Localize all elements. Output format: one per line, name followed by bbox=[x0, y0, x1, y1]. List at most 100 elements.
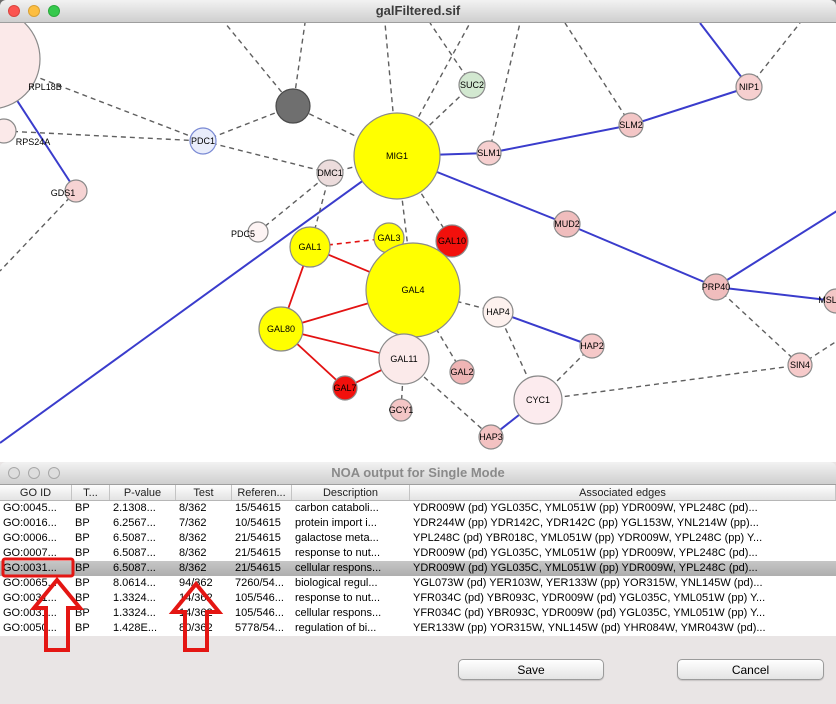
graph-node-gcy1[interactable] bbox=[389, 398, 413, 422]
graph-edge[interactable] bbox=[488, 124, 632, 154]
graph-edge[interactable] bbox=[537, 364, 801, 401]
column-header-p-value[interactable]: P-value bbox=[110, 485, 176, 500]
graph-node-pdc5[interactable] bbox=[247, 221, 269, 243]
cell-type: BP bbox=[75, 517, 90, 529]
graph-node-label: GAL7 bbox=[333, 383, 356, 393]
cell-type: BP bbox=[75, 592, 90, 604]
graph-node-gal2[interactable] bbox=[449, 359, 475, 385]
cell-type: BP bbox=[75, 622, 90, 634]
graph-node-label: PRP40 bbox=[702, 282, 731, 292]
column-header-test[interactable]: Test bbox=[176, 485, 232, 500]
graph-edge[interactable] bbox=[202, 105, 294, 142]
graph-node-sin4[interactable] bbox=[787, 352, 813, 378]
graph-edge[interactable] bbox=[3, 130, 204, 142]
graph-node-hap2[interactable] bbox=[579, 333, 605, 359]
graph-node-gal10[interactable] bbox=[435, 224, 469, 258]
graph-node-slm2[interactable] bbox=[618, 112, 644, 138]
graph-edge[interactable] bbox=[292, 105, 398, 157]
noa-window-titlebar[interactable]: NOA output for Single Mode bbox=[0, 462, 836, 485]
graph-edge[interactable] bbox=[566, 223, 717, 288]
graph-edge[interactable] bbox=[257, 172, 331, 233]
graph-node-mud2[interactable] bbox=[553, 210, 581, 238]
cell-reference: 105/546... bbox=[235, 592, 284, 604]
cancel-button[interactable]: Cancel bbox=[677, 659, 824, 680]
column-header-reference[interactable]: Referen... bbox=[232, 485, 292, 500]
graph-edge[interactable] bbox=[0, 190, 77, 272]
save-button[interactable]: Save bbox=[458, 659, 604, 680]
graph-node-rps24a[interactable] bbox=[0, 118, 17, 144]
column-header-description[interactable]: Description bbox=[292, 485, 410, 500]
graph-window-title: galFiltered.sif bbox=[375, 3, 461, 18]
graph-edge[interactable] bbox=[497, 311, 593, 347]
graph-edge[interactable] bbox=[497, 311, 539, 401]
graph-node-dmc1[interactable] bbox=[316, 159, 344, 187]
cell-go-id: GO:0045... bbox=[3, 502, 57, 514]
graph-node-mig1[interactable] bbox=[353, 112, 441, 200]
minimize-button[interactable] bbox=[28, 467, 40, 479]
graph-node-hap3[interactable] bbox=[478, 424, 504, 450]
graph-node-msl5[interactable] bbox=[823, 288, 836, 314]
graph-edge[interactable] bbox=[412, 289, 463, 373]
cell-go-id: GO:0031... bbox=[3, 607, 57, 619]
cell-test: 8/362 bbox=[179, 547, 207, 559]
graph-node-nip1[interactable] bbox=[735, 73, 763, 101]
graph-edge[interactable] bbox=[396, 155, 453, 242]
graph-edge[interactable] bbox=[715, 286, 836, 302]
graph-node-slm1[interactable] bbox=[476, 140, 502, 166]
cell-type: BP bbox=[75, 577, 90, 589]
graph-edge[interactable] bbox=[488, 23, 521, 154]
graph-node-rpl18b[interactable] bbox=[0, 23, 41, 109]
graph-edge[interactable] bbox=[564, 23, 632, 126]
graph-edge[interactable] bbox=[202, 140, 331, 174]
graph-node-gal7[interactable] bbox=[332, 375, 358, 401]
graph-edge[interactable] bbox=[715, 209, 836, 288]
graph-node-hap4[interactable] bbox=[482, 296, 514, 328]
cell-description: regulation of bi... bbox=[295, 622, 377, 634]
close-button[interactable] bbox=[8, 467, 20, 479]
cell-go-id: GO:0006... bbox=[3, 532, 57, 544]
minimize-button[interactable] bbox=[28, 5, 40, 17]
graph-node-suc2[interactable] bbox=[458, 71, 486, 99]
graph-edge[interactable] bbox=[799, 339, 836, 366]
close-button[interactable] bbox=[8, 5, 20, 17]
graph-window-titlebar[interactable]: galFiltered.sif bbox=[0, 0, 836, 23]
graph-node-cyc1[interactable] bbox=[513, 375, 563, 425]
column-header-type[interactable]: T... bbox=[72, 485, 110, 500]
zoom-button[interactable] bbox=[48, 467, 60, 479]
graph-node-label: DMC1 bbox=[317, 168, 343, 178]
graph-edge[interactable] bbox=[396, 23, 471, 157]
graph-node-gray1[interactable] bbox=[275, 88, 311, 124]
cell-p-value: 6.5087... bbox=[113, 547, 156, 559]
column-header-edges[interactable]: Associated edges bbox=[410, 485, 836, 500]
column-header-go-id[interactable]: GO ID bbox=[0, 485, 72, 500]
graph-node-gal1[interactable] bbox=[289, 226, 331, 268]
graph-node-gds1[interactable] bbox=[64, 179, 88, 203]
graph-edge[interactable] bbox=[630, 86, 750, 126]
graph-node-label: RPL18B bbox=[28, 82, 62, 92]
graph-node-label: MSL5 bbox=[818, 295, 836, 305]
graph-node-label: SIN4 bbox=[790, 360, 810, 370]
graph-node-prp40[interactable] bbox=[702, 273, 730, 301]
network-graph[interactable]: RPL18BRPS24AGDS1PDC1DMC1MIG1SUC2SLM1SLM2… bbox=[0, 23, 836, 463]
cell-edges: YFR034C (pd) YBR093C, YDR009W (pd) YGL03… bbox=[413, 592, 766, 604]
graph-node-gal11[interactable] bbox=[378, 333, 430, 385]
zoom-button[interactable] bbox=[48, 5, 60, 17]
graph-edge[interactable] bbox=[0, 155, 398, 444]
graph-node-gal80[interactable] bbox=[258, 306, 304, 352]
graph-node-pdc1[interactable] bbox=[189, 127, 217, 155]
graph-node-label: HAP4 bbox=[486, 307, 510, 317]
graph-edge[interactable] bbox=[748, 23, 801, 88]
graph-edge[interactable] bbox=[715, 286, 801, 366]
